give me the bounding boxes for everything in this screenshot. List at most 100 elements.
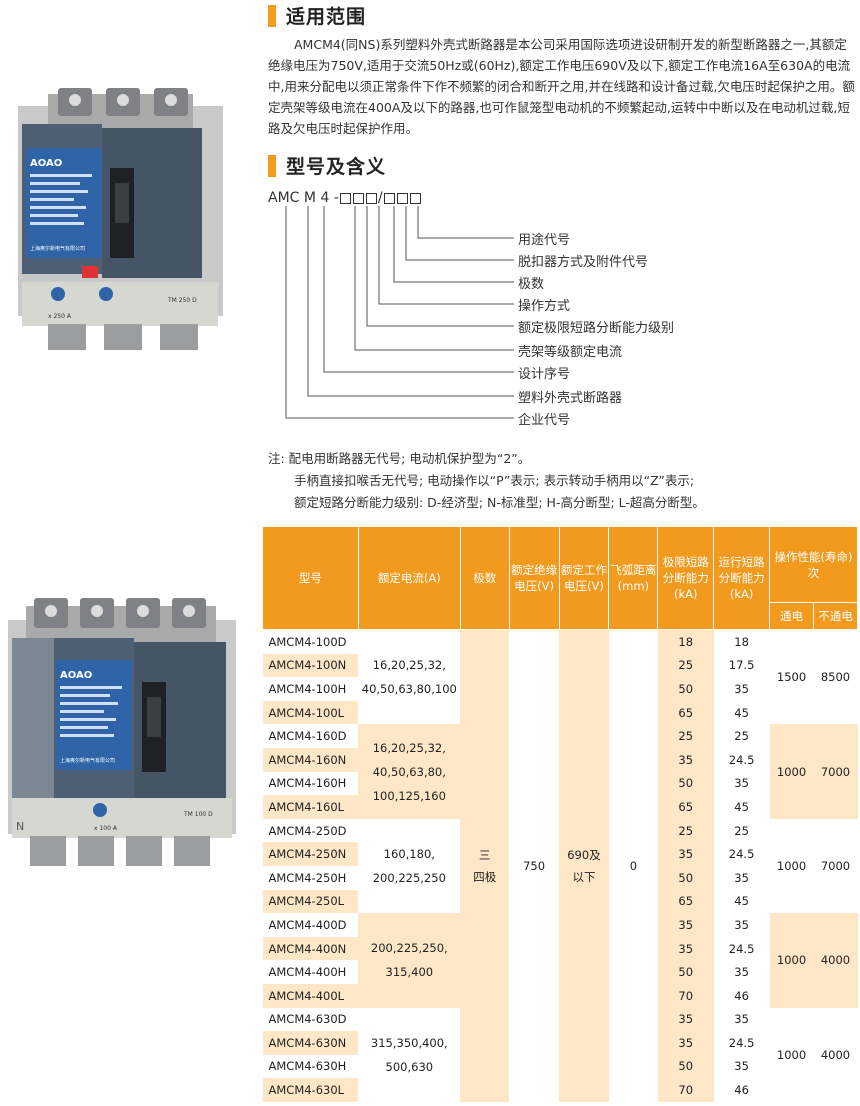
limit-breaking-cell: 50 bbox=[657, 677, 714, 701]
meaning-item: 壳架等级额定电流 bbox=[518, 345, 623, 360]
model-cell: AMCM4-100N bbox=[262, 653, 359, 678]
model-cell: AMCM4-100L bbox=[262, 700, 359, 725]
svg-text:上海奥尔新电气有限公司: 上海奥尔新电气有限公司 bbox=[60, 757, 115, 764]
limit-breaking-cell: 25 bbox=[657, 653, 714, 678]
section-title: 适用范围 bbox=[286, 6, 367, 28]
limit-breaking-cell: 50 bbox=[657, 865, 714, 890]
running-breaking-cell: 18 bbox=[734, 634, 749, 649]
current-cell: 200,225,250, 315,400 bbox=[358, 913, 461, 1008]
limit-breaking-cell: 35 bbox=[657, 936, 714, 961]
meaning-item: 脱扣器方式及附件代号 bbox=[518, 255, 649, 270]
model-code-tree bbox=[285, 206, 514, 419]
current-line: 16,20,25,32, bbox=[372, 658, 446, 673]
running-breaking-cell: 35 bbox=[734, 776, 749, 791]
col-header: 通电 bbox=[769, 602, 814, 630]
col-header: 飞弧距离(mm) bbox=[608, 526, 659, 630]
heading-bar bbox=[268, 154, 276, 177]
life-on-cell: 1500 bbox=[776, 670, 807, 685]
running-breaking-cell: 35 bbox=[734, 1059, 749, 1074]
running-breaking-cell: 35 bbox=[734, 870, 749, 885]
limit-breaking-cell: 70 bbox=[657, 1078, 714, 1102]
model-cell: AMCM4-160D bbox=[268, 729, 347, 744]
running-breaking-cell: 35 bbox=[734, 917, 749, 932]
current-line: 40,50,63,80,100 bbox=[361, 682, 457, 697]
col-header: 额定绝缘电压(V) bbox=[508, 526, 560, 630]
current-cell: 315,350,400, 500,630 bbox=[358, 1008, 460, 1102]
breaker-photo-3pole: AOAO 上海奥尔新电气有限公司 x 250 A TM 250 D bbox=[18, 88, 223, 350]
running-breaking-cell: 25 bbox=[734, 729, 749, 744]
working-voltage-cell: 690及以下 bbox=[559, 629, 609, 1102]
meaning-item: 企业代号 bbox=[518, 413, 571, 428]
life-on-cell: 1000 bbox=[776, 858, 807, 873]
running-breaking-cell: 17.5 bbox=[728, 658, 755, 673]
meaning-item: 额定极限短路分断能力级别 bbox=[518, 321, 675, 336]
section-title: 型号及含义 bbox=[286, 156, 387, 178]
running-breaking-cell: 35 bbox=[734, 1012, 749, 1027]
current-cell: 16,20,25,32,40,50,63,80,100,125,160 bbox=[358, 724, 461, 819]
current-line: 315,350,400, bbox=[370, 1035, 448, 1050]
life-off-cell: 4000 bbox=[813, 913, 858, 1008]
model-cell: AMCM4-630L bbox=[262, 1078, 359, 1102]
limit-breaking-cell: 18 bbox=[657, 629, 714, 654]
col-header: 额定工作电压(V) bbox=[558, 526, 610, 630]
life-off-cell: 7000 bbox=[813, 724, 858, 819]
life-on-cell: 1000 bbox=[769, 724, 814, 819]
model-cell: AMCM4-100D bbox=[268, 634, 347, 649]
model-cell: AMCM4-400N bbox=[262, 936, 359, 961]
note-line: 手柄直接扣喉舌无代号; 电动操作以“P”表示; 表示转动手柄用以“Z”表示; bbox=[294, 473, 695, 488]
spec-table: 型号 额定电流(A) 极数 额定绝缘电压(V) 额定工作电压(V) 飞弧距离(m… bbox=[262, 526, 859, 1102]
model-cell: AMCM4-250D bbox=[268, 823, 347, 838]
model-cell: AMCM4-400H bbox=[268, 965, 347, 980]
current-line: 40,50,63,80, bbox=[372, 764, 446, 779]
limit-breaking-cell: 65 bbox=[657, 889, 714, 914]
note-line: 额定短路分断能力级别: D-经济型; N-标准型; H-高分断型; L-超高分断… bbox=[294, 495, 705, 510]
limit-breaking-cell: 25 bbox=[657, 724, 714, 748]
running-breaking-cell: 25 bbox=[734, 823, 749, 838]
model-cell: AMCM4-160N bbox=[262, 747, 359, 772]
limit-breaking-cell: 35 bbox=[657, 1031, 714, 1055]
running-breaking-cell: 24.5 bbox=[728, 941, 755, 956]
limit-breaking-cell: 70 bbox=[657, 983, 714, 1008]
running-breaking-cell: 46 bbox=[734, 1083, 749, 1098]
meaning-item: 极数 bbox=[518, 277, 545, 292]
col-header: 极限短路分断能力(kA) bbox=[657, 526, 715, 630]
model-cell: AMCM4-400D bbox=[268, 917, 347, 932]
current-line: 200,225,250, bbox=[370, 941, 448, 956]
voltage-line: 690及 bbox=[567, 847, 601, 862]
note-line: 注: 配电用断路器无代号; 电动机保护型为“2”。 bbox=[268, 451, 531, 466]
col-header: 极数 bbox=[459, 526, 510, 630]
heading-bar bbox=[268, 4, 276, 27]
running-breaking-cell: 24.5 bbox=[728, 1035, 755, 1050]
running-breaking-cell: 46 bbox=[734, 988, 749, 1003]
life-off-cell: 4000 bbox=[820, 1047, 851, 1062]
running-breaking-cell: 45 bbox=[734, 799, 749, 814]
limit-breaking-cell: 25 bbox=[657, 818, 714, 843]
table-row: AMCM4-100N 25 17.5 bbox=[262, 653, 858, 678]
current-line: 500,630 bbox=[385, 1059, 434, 1074]
col-header: 不通电 bbox=[812, 602, 859, 630]
limit-breaking-cell: 35 bbox=[657, 842, 714, 866]
poles-line: 四极 bbox=[473, 869, 497, 884]
meaning-item: 操作方式 bbox=[518, 299, 571, 314]
svg-text:上海奥尔新电气有限公司: 上海奥尔新电气有限公司 bbox=[30, 245, 85, 252]
current-line: 315,400 bbox=[385, 965, 434, 980]
poles-cell: 三四极 bbox=[460, 629, 510, 1102]
svg-text:TM 250 D: TM 250 D bbox=[167, 297, 197, 304]
col-header: 操作性能(寿命)次 bbox=[769, 526, 858, 603]
life-off-cell: 7000 bbox=[820, 858, 851, 873]
model-cell: AMCM4-250H bbox=[268, 870, 347, 885]
arc-distance-cell: 0 bbox=[629, 858, 638, 873]
svg-text:TM 100 D: TM 100 D bbox=[183, 811, 213, 818]
current-line: 100,125,160 bbox=[372, 788, 446, 803]
poles-line: 三 bbox=[478, 847, 491, 862]
